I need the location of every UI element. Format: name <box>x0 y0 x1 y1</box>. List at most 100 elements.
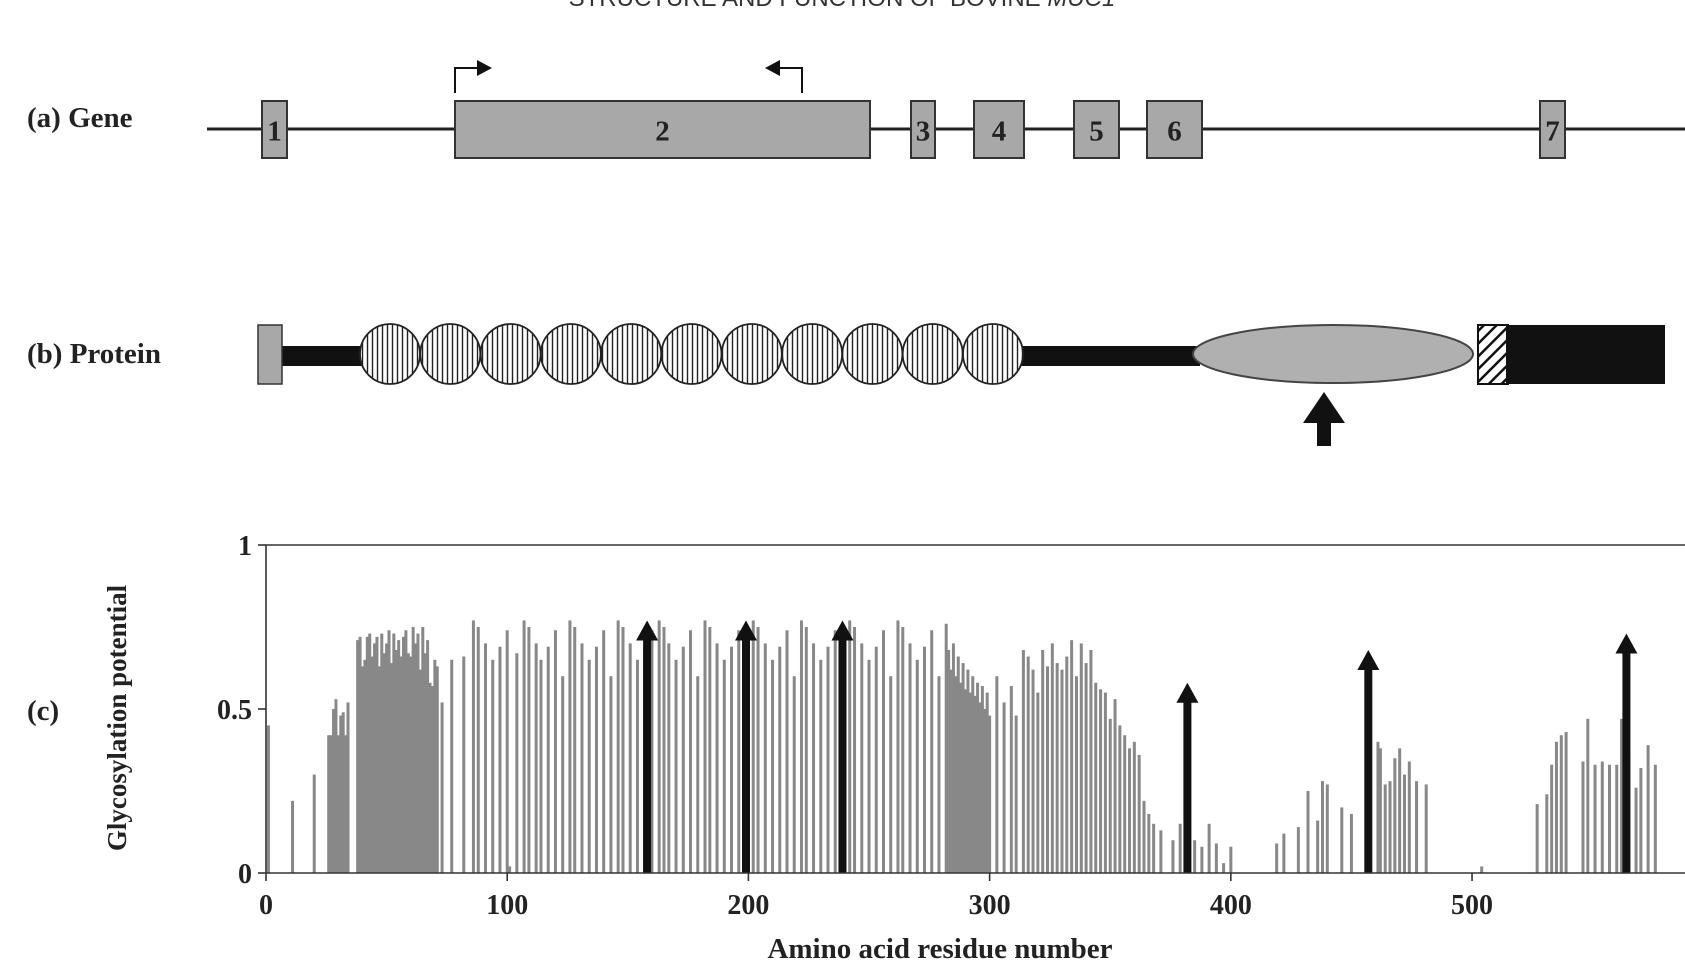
glycosylation-bar <box>1653 764 1657 873</box>
running-title: STRUCTURE AND FUNCTION OF BOVINE MUC1 <box>569 0 1116 12</box>
glycosylation-bar <box>433 659 437 873</box>
glycosylation-bar <box>1050 643 1054 873</box>
glycosylation-bar <box>1055 663 1059 873</box>
glycosylation-bar <box>785 630 789 873</box>
glycosylation-bar <box>327 735 331 873</box>
glycosylation-bar <box>435 666 439 873</box>
glycosylation-bar <box>1407 761 1411 873</box>
glycosylation-bar <box>681 646 685 873</box>
tandem-repeat-circle <box>962 323 1024 385</box>
glycosylation-bar <box>901 627 905 873</box>
exon-box-5 <box>1073 100 1120 159</box>
glycosylation-bar <box>387 630 391 873</box>
tandem-repeat-circle <box>781 323 843 385</box>
exon-label-3: 3 <box>916 116 931 148</box>
glycosylation-bar <box>812 643 816 873</box>
glycosylation-bar <box>1159 830 1163 873</box>
exon-box-6 <box>1146 100 1203 159</box>
cytoplasmic-tail-box <box>1506 325 1665 384</box>
glycosylation-bar <box>587 659 591 873</box>
glycosylation-bar <box>1200 846 1204 873</box>
glycosylation-bar <box>1388 781 1392 873</box>
glycosylation-bar <box>380 633 384 873</box>
tandem-repeat-circle <box>660 323 723 385</box>
glycosylation-bar <box>1108 718 1112 873</box>
glycosylation-bar <box>539 659 543 873</box>
forward-primer-arrow-icon <box>454 60 492 93</box>
glycosylation-bar <box>1113 699 1117 873</box>
glycosylation-bar <box>896 620 900 873</box>
glycosylation-bar <box>995 676 999 873</box>
glycosylation-bar <box>1620 718 1624 873</box>
glycosylation-bar <box>667 643 671 873</box>
glycosylation-bar <box>483 643 487 873</box>
tandem-repeat-circle <box>600 323 663 385</box>
glycosylation-bar <box>368 633 372 873</box>
glycosylation-bar <box>1480 866 1484 873</box>
tandem-repeat-circle <box>359 323 421 385</box>
glycosylation-bar <box>1398 748 1402 873</box>
glycosylation-bar <box>722 659 726 873</box>
glycosylation-bar <box>1581 761 1585 873</box>
glycosylation-bar <box>332 709 336 873</box>
glycosylation-bar <box>1094 682 1098 873</box>
glycosylation-bar <box>826 646 830 873</box>
glycosylation-bar <box>1634 787 1638 873</box>
glycosylation-bar <box>833 630 837 873</box>
glycosylation-bar <box>553 630 557 873</box>
glycosylation-bar <box>291 800 295 873</box>
glycosylation-bar <box>1320 781 1324 873</box>
glycosylation-bar <box>356 640 360 873</box>
glycosylation-bar <box>360 666 364 873</box>
glycosylation-bar <box>399 656 403 873</box>
glycosylation-bar <box>428 682 432 873</box>
x-tick-label: 400 <box>1210 890 1252 921</box>
glycosylation-bar <box>491 659 495 873</box>
glycosylation-bar <box>527 627 531 873</box>
glycosylation-bar <box>930 630 934 873</box>
protein-panel-label: (b) Protein <box>27 338 161 370</box>
o-glycosylation-site-arrow-icon <box>735 620 758 873</box>
glycosylation-bar <box>1593 764 1597 873</box>
protein-backbone-middle <box>1005 346 1200 366</box>
glycosylation-bar <box>799 620 803 873</box>
glycosylation-bar <box>515 653 519 873</box>
glycosylation-bar <box>602 630 606 873</box>
glycosylation-bar <box>1639 768 1643 873</box>
glycosylation-bar <box>385 643 389 873</box>
glycosylation-bar <box>1178 823 1182 873</box>
glycosylation-bar <box>1383 784 1387 873</box>
glycosylation-bar <box>819 659 823 873</box>
glycosylation-bar <box>1393 758 1397 873</box>
glycosylation-bar <box>440 702 444 873</box>
glycosylation-bar <box>392 633 396 873</box>
glycosylation-bar <box>1193 840 1197 873</box>
exon-box-4 <box>973 100 1025 159</box>
x-tick-label: 300 <box>969 890 1011 921</box>
glycosylation-bar <box>1060 669 1064 873</box>
glycosylation-bar <box>730 646 734 873</box>
chart-panel-label: (c) <box>27 695 59 727</box>
chart-y-axis-label: Glycosylation potential <box>102 584 132 851</box>
glycosylation-bar <box>522 620 526 873</box>
glycosylation-bar <box>703 620 707 873</box>
glycosylation-bar <box>418 669 422 873</box>
glycosylation-bar <box>1123 735 1127 873</box>
glycosylation-bar <box>954 676 958 873</box>
glycosylation-bar <box>363 659 367 873</box>
glycosylation-bar <box>334 699 338 873</box>
glycosylation-bar <box>573 627 577 873</box>
glycosylation-bar <box>358 636 362 873</box>
glycosylation-bar <box>1646 745 1650 873</box>
glycosylation-bar <box>1009 686 1013 873</box>
glycosylation-bar <box>409 656 413 873</box>
glycosylation-bar <box>737 630 741 873</box>
o-glycosylation-site-arrow-icon <box>1176 682 1199 873</box>
transmembrane-hatched-box <box>1477 324 1509 385</box>
glycosylation-bar <box>568 620 572 873</box>
glycosylation-bar <box>756 627 760 873</box>
glycosylation-bar <box>1615 764 1619 873</box>
tandem-repeat-circle <box>479 323 542 385</box>
glycosylation-bar <box>1564 731 1568 873</box>
